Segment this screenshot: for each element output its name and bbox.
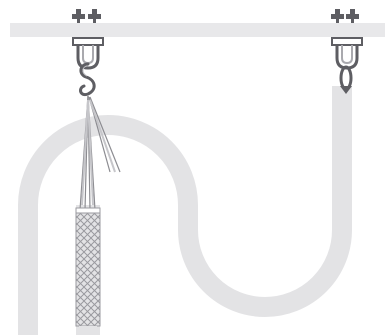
right-bolt-pair [331, 9, 359, 23]
cable-below-grip [79, 326, 97, 335]
mesh-grip-top-band [75, 207, 101, 214]
mesh-cable-grip [75, 211, 101, 327]
right-clamp [331, 37, 363, 70]
overhead-beam [10, 23, 385, 37]
right-chain-link [339, 65, 353, 94]
left-bolt-pair [72, 9, 101, 23]
left-s-hook-highlight [82, 65, 89, 77]
left-s-hook [79, 62, 96, 97]
grip-strands [79, 95, 121, 211]
grip-strands-light [81, 99, 116, 206]
suspended-cable [18, 86, 352, 335]
